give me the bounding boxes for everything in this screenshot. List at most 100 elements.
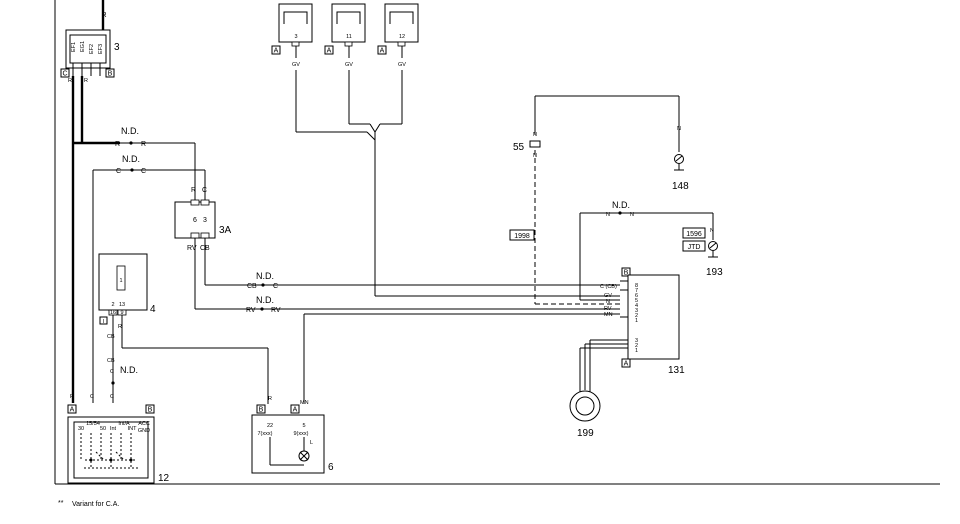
connector-c-box bbox=[60, 68, 70, 78]
box4-pin-left: 2 bbox=[111, 302, 114, 308]
box131-pin-2: 2 bbox=[635, 313, 638, 319]
connector-a-131-label: A bbox=[624, 361, 629, 368]
wire-label-c-nd-b: C bbox=[141, 168, 146, 175]
box4-bottom-left: 16 bbox=[110, 310, 116, 316]
component-4-number: 4 bbox=[150, 304, 156, 315]
nd-label-rv: N.D. bbox=[256, 295, 274, 305]
component-3-relay-block: EF1 EG1 EF2 EF3 bbox=[65, 29, 111, 76]
connector-a-top3-label: A bbox=[380, 48, 385, 55]
sensor-pin-3: 12 bbox=[399, 34, 405, 40]
wire-55-148 bbox=[534, 95, 680, 305]
wire-label-n-55b: N bbox=[533, 153, 537, 159]
wire-label-r-c12: R bbox=[70, 394, 74, 400]
wire-label-c-3a-in: C bbox=[202, 187, 207, 194]
box131-pin-6: 6 bbox=[635, 293, 638, 299]
wire-label-n-193: N bbox=[710, 228, 714, 234]
connector-a-top3-box bbox=[377, 45, 387, 55]
nd-label-c: N.D. bbox=[122, 154, 140, 164]
component-55-number: 55 bbox=[513, 142, 525, 153]
nd-label-r: N.D. bbox=[121, 126, 139, 136]
box12-terminal-4: Int bbox=[110, 426, 117, 432]
wires-component-4 bbox=[111, 315, 269, 404]
box12-terminal-5: Int/A bbox=[118, 421, 130, 427]
wire-label-c-cb-131: C (CB) bbox=[600, 284, 617, 290]
nd-label-cb: N.D. bbox=[256, 271, 274, 281]
wire-label-cb-a: CB bbox=[247, 283, 257, 290]
box6-pin-1: 22 bbox=[267, 423, 273, 429]
wire-label-r-nd-b: R bbox=[141, 141, 146, 148]
switch3a-pin-3: 3 bbox=[203, 217, 207, 224]
relay3-pin-label-1: EF1 bbox=[71, 42, 77, 52]
wire-label-c-c4-b: C bbox=[110, 394, 114, 400]
relay3-pin-label-3: EF2 bbox=[89, 44, 95, 54]
wire-label-rv-b: RV bbox=[271, 307, 281, 314]
wire-mn bbox=[303, 313, 620, 404]
wire-label-rv-131: RV bbox=[604, 306, 612, 312]
box131-pin-4: 4 bbox=[635, 303, 638, 309]
sensor-box-1: 3 bbox=[278, 3, 313, 47]
wire-label-rv-3a: RV bbox=[187, 245, 197, 252]
wire-label-r-nd-a: R bbox=[115, 141, 120, 148]
wire-label-mn-131: MN bbox=[604, 312, 613, 318]
component-6-instrument-panel: 22 5 7(xxx) 9(xxx) L bbox=[251, 414, 325, 474]
connector-b-6-label: B bbox=[259, 407, 264, 414]
wire-nd-r bbox=[120, 141, 196, 200]
footnote-marker: ** bbox=[58, 500, 64, 507]
box4-bottom-right: 9 bbox=[120, 310, 123, 316]
box6-pin-2: 5 bbox=[302, 423, 305, 429]
component-4: 1 2 13 16 9 bbox=[98, 253, 148, 316]
switch3a-pin-6: 6 bbox=[193, 217, 197, 224]
main-supply-wires bbox=[71, 0, 120, 403]
connector-a-top1-box bbox=[271, 45, 281, 55]
wire-label-gv-3: GV bbox=[398, 62, 406, 68]
box12-terminal-6: INT bbox=[128, 426, 138, 432]
wire-label-c-b: C bbox=[273, 283, 278, 290]
box131-pin-8: 8 bbox=[635, 283, 638, 289]
wire-label-n-55a: N bbox=[533, 132, 537, 138]
sensor-box-3: 12 bbox=[384, 3, 419, 47]
connector-b-6-box bbox=[256, 404, 266, 414]
connector-a-6-label: A bbox=[293, 407, 298, 414]
component-199-sensor bbox=[569, 390, 601, 422]
box6-label-1: 7(xxx) bbox=[258, 431, 273, 437]
component-12-ignition-switch: 30 15/54 50 Int Int/A INT ACC GND bbox=[67, 416, 155, 484]
component-55 bbox=[529, 140, 541, 148]
box12-terminal-1: 30 bbox=[78, 426, 84, 432]
wire-label-c-nd-a: C bbox=[116, 168, 121, 175]
connector-i-label: I bbox=[103, 319, 105, 325]
footnote-text: Variant for C.A. bbox=[72, 501, 119, 508]
box6-label-2: 9(xxx) bbox=[294, 431, 309, 437]
variant-1998-label: 1998 bbox=[514, 233, 530, 240]
wire-label-c-c12: C bbox=[90, 394, 94, 400]
box131-pin-7: 7 bbox=[635, 288, 638, 294]
connector-a-12-label: A bbox=[70, 407, 75, 414]
sensor-pin-2: 11 bbox=[346, 34, 352, 40]
sensor-pin-1: 3 bbox=[294, 34, 297, 40]
box131-pin-1: 1 bbox=[635, 318, 638, 324]
box131-pin-3: 3 bbox=[635, 308, 638, 314]
box12-terminal-8: GND bbox=[138, 428, 150, 434]
wire-label-r-3b: R bbox=[84, 78, 88, 84]
connector-c-label: C bbox=[62, 71, 67, 78]
wire-label-r-3a-in: R bbox=[191, 187, 196, 194]
wire-nd-rv bbox=[194, 238, 620, 311]
connector-b-131-box bbox=[621, 267, 631, 277]
wire-label-n-148: N bbox=[677, 126, 681, 132]
wire-label-n-131: N bbox=[606, 299, 610, 305]
wire-label-gv-1: GV bbox=[292, 62, 300, 68]
box6-symbol: L bbox=[310, 440, 313, 446]
wire-gv-harness bbox=[295, 46, 620, 297]
component-131-module: 8 7 6 5 4 3 2 1 3 2 1 bbox=[580, 274, 680, 360]
box131-lower-pin-1: 1 bbox=[635, 348, 638, 354]
wire-label-cb-c4-b: CB bbox=[107, 358, 115, 364]
connector-b-12-label: B bbox=[148, 407, 153, 414]
variant-1596-label: 1596 bbox=[686, 231, 702, 238]
component-131-number: 131 bbox=[668, 365, 685, 376]
connector-a-12-box bbox=[67, 404, 77, 414]
box12-terminal-2: 15/54 bbox=[86, 421, 100, 427]
wire-label-r-c4: R bbox=[118, 324, 122, 330]
connector-a-top2-box bbox=[324, 45, 334, 55]
connector-a-6-box bbox=[290, 404, 300, 414]
variant-1998-box bbox=[509, 229, 535, 241]
